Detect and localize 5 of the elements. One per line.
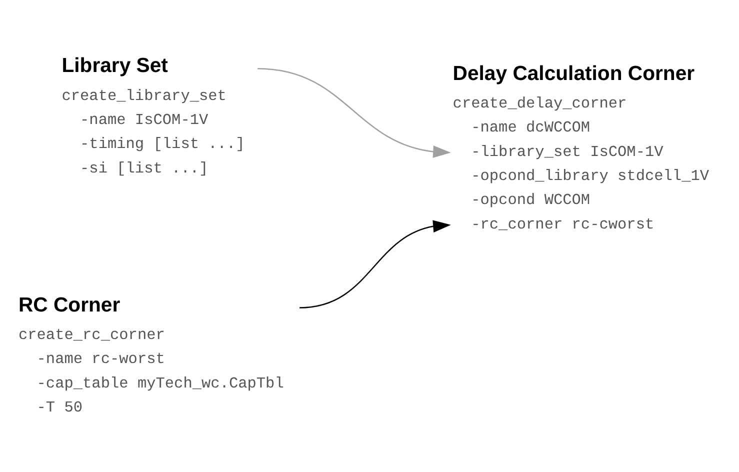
arrow: [258, 67, 451, 158]
node-text: Library Set create_library_set -name IsCOM-1V -timing [list ...] -si [list ...]: [62, 54, 245, 177]
node-text: RC Corner create_rc_corner -name rc-worst -cap_table myTech_wc.CapTbl -T 50: [18, 294, 284, 416]
arrow: [300, 220, 451, 308]
node-text: Delay Calculation Corner create_delay_corner -name dcWCCOM -library_set IsCOM-1V -opcond_library stdcell_1V -opcond WCCOM -rc_corner rc-cworst: [452, 62, 710, 233]
